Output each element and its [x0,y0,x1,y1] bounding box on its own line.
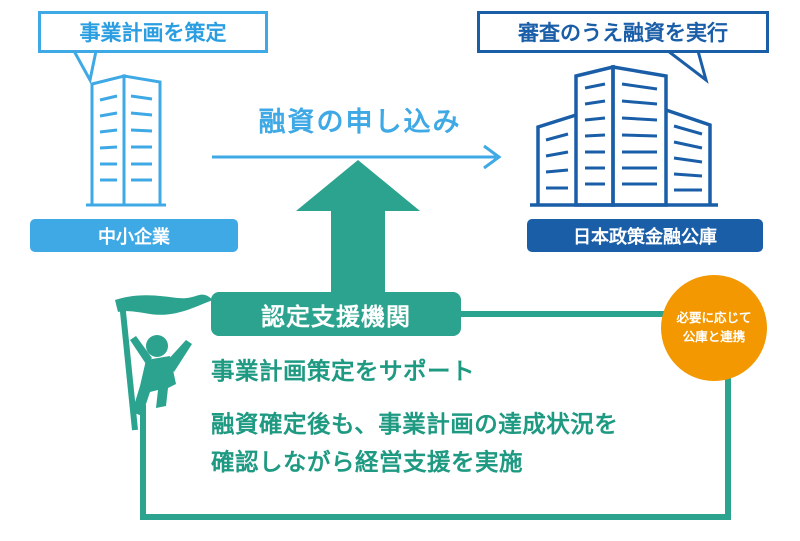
support-text-line-2: 融資確定後も、事業計画の達成状況を [211,410,619,438]
loan-application-label: 融資の申し込み [258,107,462,138]
left-speech-bubble: 事業計画を策定 [38,11,268,53]
right-bubble-tail [663,49,709,84]
sme-building-icon [86,74,166,207]
cooperation-badge: 必要に応じて 公庫と連携 [661,275,767,381]
support-organization-box: 認定支援機関 [211,292,461,336]
loan-arrow [212,144,502,170]
flag-person-icon [115,294,213,431]
support-text-line-3: 確認しながら経営支援を実施 [211,448,523,476]
jfc-label: 日本政策金融公庫 [527,219,763,252]
sme-label: 中小企業 [30,219,238,252]
jfc-building-icon [530,64,718,207]
right-speech-bubble: 審査のうえ融資を実行 [477,11,769,53]
badge-line-1: 必要に応じて [676,310,752,326]
badge-line-2: 公庫と連携 [682,329,746,344]
support-text-line-1: 事業計画策定をサポート [211,357,475,385]
left-bubble-tail [71,49,98,85]
support-up-arrow [296,160,420,292]
